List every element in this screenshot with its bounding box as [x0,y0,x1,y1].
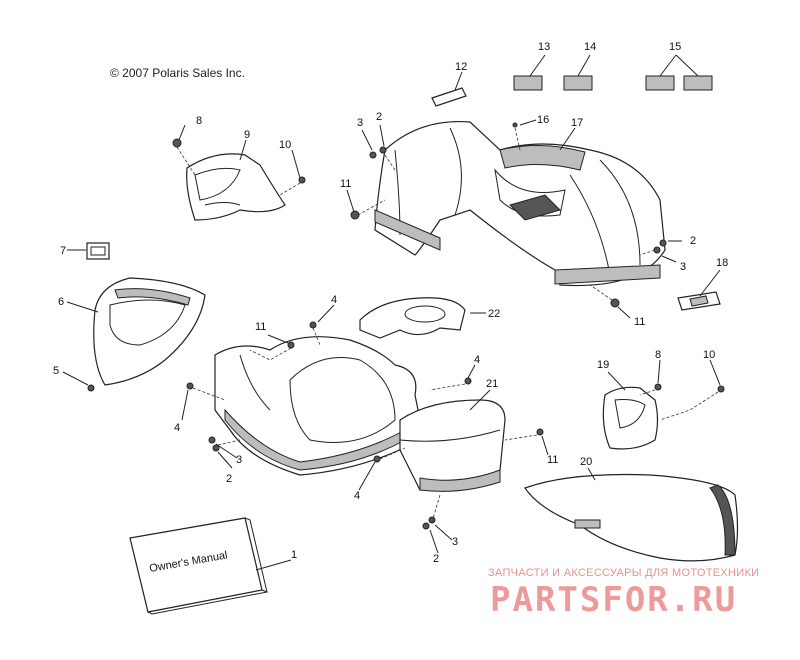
callout-2-top: 2 [376,111,382,123]
fasteners [87,122,725,530]
callout-13: 13 [538,41,550,53]
callout-6: 6 [58,296,64,308]
callout-11-bottom: 11 [547,454,558,466]
watermark-logo: PARTSFOR.RU [490,580,738,620]
front-fender [214,336,421,476]
callout-8-left: 8 [196,115,202,127]
seat [524,473,739,562]
callout-18: 18 [716,257,728,269]
callout-11-top: 11 [340,178,351,190]
callout-14: 14 [584,41,596,53]
callout-9: 9 [244,129,250,141]
callout-2-left: 2 [226,473,232,485]
callout-4-mid: 4 [474,354,480,366]
callout-labels: 1 8 9 10 3 2 11 12 13 14 15 16 17 2 3 18… [53,41,728,565]
callout-21: 21 [486,378,498,390]
grab-handle [431,87,467,107]
callout-10-left: 10 [279,139,291,151]
callout-7: 7 [60,245,66,257]
callout-4-bottom: 4 [354,490,360,502]
callout-5: 5 [53,365,59,377]
callout-20: 20 [580,456,592,468]
left-side-panel [186,153,286,221]
callout-1: 1 [291,549,297,561]
callout-3-bottom: 3 [452,536,458,548]
owners-manual [129,517,268,615]
callout-19: 19 [597,359,609,371]
reflector-inner [689,295,709,307]
rear-fender [374,120,666,287]
decal-15b [683,75,713,91]
callout-3-left: 3 [236,454,242,466]
assembly-lines [176,127,719,523]
callout-3-top: 3 [357,117,363,129]
callout-10-right: 10 [703,349,715,361]
decal-14 [563,75,593,91]
decal-15a [645,75,675,91]
center-console [359,297,466,339]
callout-17: 17 [571,117,583,129]
callout-2-right: 2 [690,235,696,247]
callout-22: 22 [488,308,500,320]
copyright-notice: © 2007 Polaris Sales Inc. [110,66,245,80]
footwell-panel [399,399,506,492]
headlight-pod [93,277,206,386]
decal-13 [513,75,543,91]
watermark-subtitle: ЗАПЧАСТИ И АКСЕССУАРЫ ДЛЯ МОТОТЕХНИКИ [488,567,760,579]
callout-15: 15 [669,41,681,53]
callout-4-left: 4 [174,422,180,434]
callout-16: 16 [537,114,549,126]
right-side-panel [602,386,659,450]
callout-11-right: 11 [634,316,645,328]
callout-3-right: 3 [680,261,686,273]
headlight-lens-inner [90,246,106,256]
callout-11-mid: 11 [255,321,266,333]
headlight-lens [86,242,110,260]
callout-2-bottom: 2 [433,553,439,565]
leader-lines [62,54,721,571]
callout-8-right: 8 [655,349,661,361]
callout-12: 12 [455,61,467,73]
callout-4-top: 4 [331,294,337,306]
